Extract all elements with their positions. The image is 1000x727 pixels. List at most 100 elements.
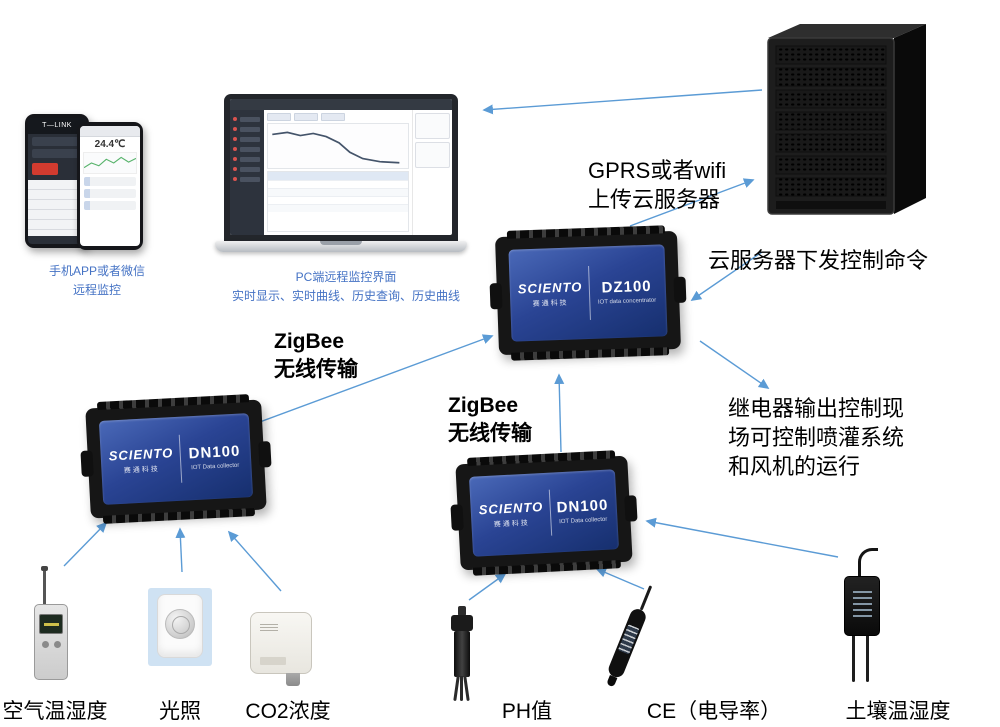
table-row (268, 204, 408, 212)
dn100-collector-right: SCIENTO 赛通科技 DN100 IOT Data collector (450, 450, 638, 576)
mount-tab (80, 450, 94, 477)
mount-tab (673, 276, 687, 303)
zigbee-right-line2: 无线传输 (448, 421, 532, 445)
device-fins (506, 225, 665, 239)
arrow-co2-to-dn100left (227, 530, 282, 592)
label-air-temp-humidity: 空气温湿度 (2, 700, 108, 723)
device-brand-sub: 赛通科技 (532, 299, 569, 308)
mount-tab (450, 504, 464, 531)
sensor-cable (639, 585, 652, 611)
phone-temp-reading: 24.4℃ (94, 139, 126, 150)
gprs-upload-label: GPRS或者wifi 上传云服务器 (588, 156, 726, 214)
label-ce: CE（电导率） (646, 700, 782, 723)
device-model: DN100 (188, 442, 241, 463)
laptop-dashboard (230, 99, 452, 235)
dashboard-titlebar (230, 99, 452, 110)
dn100-collector-left: SCIENTO 赛通科技 DN100 IOT Data collector (80, 394, 272, 524)
device-fins (96, 394, 250, 411)
sensor-display (39, 614, 63, 634)
panel-divider (587, 266, 591, 320)
relay-control-label: 继电器输出控制现 场可控制喷灌系统 和风机的运行 (728, 394, 904, 481)
phone-left: T—LINK (25, 114, 89, 248)
sensor-body (844, 576, 880, 636)
arrow-ph-to-dn100right (468, 573, 507, 601)
device-model-sub: IOT data concentrator (597, 297, 657, 306)
sensor-body (157, 594, 203, 658)
server-tower-graphic (767, 24, 926, 215)
relay-line1: 继电器输出控制现 (728, 396, 905, 421)
device-brand: SCIENTO (517, 279, 583, 297)
sensor-connector (286, 673, 300, 686)
cloud-command-label: 云服务器下发控制命令 (708, 248, 929, 273)
zigbee-label-right: ZigBee 无线传输 (448, 392, 532, 447)
panel-divider (178, 434, 182, 484)
phone-list-row (84, 201, 136, 210)
device-brand-sub: 赛通科技 (493, 519, 530, 529)
sensor-label-band (617, 624, 640, 655)
phone-alarm-button (32, 163, 58, 175)
device-fins (511, 347, 670, 361)
label-ph: PH值 (501, 700, 553, 723)
dashboard-table (267, 171, 409, 232)
pc-laptop (215, 94, 467, 254)
arrow-soil-to-dn100right (645, 517, 839, 558)
dashboard-main (264, 110, 412, 235)
laptop-base (215, 241, 467, 252)
relay-line3: 和风机的运行 (728, 454, 861, 480)
zigbee-label-left: ZigBee 无线传输 (274, 328, 358, 383)
phone-caption: 手机APP或者微信 远程监控 (28, 262, 166, 299)
device-fins (102, 507, 256, 524)
sensor-body (454, 631, 470, 677)
air-temp-humidity-sensor (30, 566, 76, 692)
gprs-label-line1: GPRS或者wifi (588, 158, 727, 183)
cloud-server (766, 22, 928, 220)
arrow-dn100right-to-dz100 (554, 373, 565, 453)
phone-chart (83, 152, 137, 174)
panel-divider (548, 489, 552, 536)
phone-screen-header (80, 126, 140, 137)
device-model-sub: IOT Data collector (559, 516, 608, 526)
dashboard-info-panel (412, 110, 452, 235)
soil-temp-humidity-sensor (832, 548, 892, 690)
phone-caption-line1: 手机APP或者微信 (48, 264, 145, 278)
dashboard-toolbar (267, 113, 409, 121)
mobile-phones: T—LINK 24.4℃ (25, 108, 147, 258)
ce-conductivity-sensor (606, 584, 680, 702)
table-row (268, 188, 408, 196)
dz100-concentrator: SCIENTO 赛通科技 DZ100 IOT data concentrator (489, 225, 687, 361)
sensor-dome (165, 609, 195, 639)
phone-right: 24.4℃ (77, 122, 143, 250)
dn100-left-front-panel: SCIENTO 赛通科技 DN100 IOT Data collector (98, 413, 254, 505)
sensor-head (451, 615, 473, 631)
label-soil: 土壤温湿度 (845, 700, 951, 723)
arrow-server-to-pc (482, 89, 763, 115)
phone-left-screen: T—LINK (28, 118, 86, 244)
phone-list-row (32, 137, 82, 146)
light-sensor (148, 588, 212, 666)
sensor-label-band (853, 591, 872, 621)
phone-list-row (84, 177, 136, 186)
dz100-front-panel: SCIENTO 赛通科技 DZ100 IOT data concentrator (508, 244, 668, 342)
label-co2: CO2浓度 (245, 700, 331, 723)
cable-gland (458, 606, 466, 616)
ph-sensor (438, 606, 486, 704)
device-fins (467, 450, 616, 466)
table-row (268, 196, 408, 204)
zigbee-left-line1: ZigBee (274, 330, 345, 353)
device-model-sub: IOT Data collector (191, 462, 240, 472)
mount-tab (624, 495, 638, 522)
phone-caption-line2: 远程监控 (72, 282, 121, 297)
arrow-dz100-to-relay (699, 340, 770, 389)
phone-list-section (28, 180, 86, 236)
arrow-light-to-dn100left (175, 527, 186, 573)
phone-app-title: T—LINK (28, 118, 86, 134)
label-light: 光照 (159, 700, 201, 723)
mount-tab (489, 283, 503, 310)
phone-list-row (84, 189, 136, 198)
pc-caption-line1: PC端远程监控界面 (295, 270, 397, 284)
pc-caption-line2: 实时显示、实时曲线、历史查询、历史曲线 (232, 288, 461, 303)
sensor-body (34, 604, 68, 680)
table-header (268, 172, 408, 180)
dashboard-line-chart (267, 123, 409, 169)
